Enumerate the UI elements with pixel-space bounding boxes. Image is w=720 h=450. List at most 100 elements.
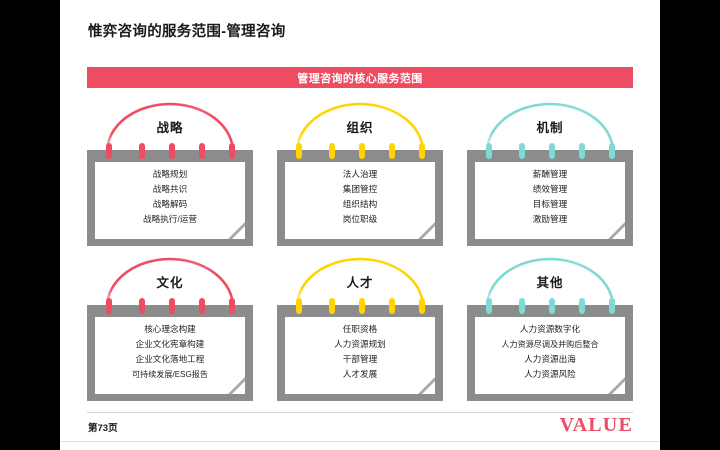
binder-ring-icon — [486, 298, 492, 314]
card-board: 战略规划战略共识战略解码战略执行/运营 — [87, 150, 253, 246]
binder-ring-icon — [199, 298, 205, 314]
footer-divider — [87, 412, 633, 413]
card-board: 核心理念构建企业文化宪章构建企业文化落地工程可持续发展/ESG报告 — [87, 305, 253, 401]
card-item[interactable]: 人才发展 — [342, 369, 378, 379]
card-page: 战略规划战略共识战略解码战略执行/运营 — [95, 162, 245, 239]
card-title: 其他 — [536, 276, 564, 290]
page-fold-inner — [422, 381, 435, 394]
service-card[interactable]: 机制薪酬管理绩效管理目标管理激励管理 — [467, 98, 633, 246]
card-title: 机制 — [536, 121, 564, 135]
brand-logo: VALUE — [559, 414, 633, 436]
binder-ring-icon — [486, 143, 492, 159]
card-item[interactable]: 核心理念构建 — [144, 324, 196, 334]
binder-rings — [277, 143, 443, 161]
card-page: 薪酬管理绩效管理目标管理激励管理 — [475, 162, 625, 239]
card-title: 文化 — [156, 276, 184, 290]
card-item[interactable]: 战略共识 — [152, 184, 188, 194]
card-item-list: 法人治理集团管控组织结构岗位职级 — [285, 167, 435, 227]
service-card-grid: 战略战略规划战略共识战略解码战略执行/运营组织法人治理集团管控组织结构岗位职级机… — [87, 98, 633, 401]
card-item[interactable]: 人力资源数字化 — [519, 324, 581, 334]
card-item[interactable]: 薪酬管理 — [532, 169, 568, 179]
binder-ring-icon — [549, 143, 555, 159]
card-page: 任职资格人力资源规划干部管理人才发展 — [285, 317, 435, 394]
page-fold-inner — [232, 226, 245, 239]
binder-ring-icon — [199, 143, 205, 159]
binder-ring-icon — [169, 298, 175, 314]
card-item[interactable]: 法人治理 — [342, 169, 378, 179]
card-item-list: 核心理念构建企业文化宪章构建企业文化落地工程可持续发展/ESG报告 — [95, 322, 245, 382]
page-title: 惟弈咨询的服务范围-管理咨询 — [88, 24, 286, 40]
card-item[interactable]: 岗位职级 — [342, 214, 378, 224]
card-item[interactable]: 激励管理 — [532, 214, 568, 224]
binder-rings — [87, 143, 253, 161]
service-card[interactable]: 文化核心理念构建企业文化宪章构建企业文化落地工程可持续发展/ESG报告 — [87, 253, 253, 401]
card-arc — [485, 257, 615, 309]
binder-ring-icon — [139, 298, 145, 314]
letterbox-left — [0, 0, 60, 450]
slide-bottom-edge — [60, 441, 660, 442]
binder-ring-icon — [609, 143, 615, 159]
page-number: 第73页 — [88, 423, 118, 434]
page-fold-inner — [612, 381, 625, 394]
card-item[interactable]: 企业文化落地工程 — [135, 354, 205, 364]
card-item[interactable]: 任职资格 — [342, 324, 378, 334]
binder-rings — [467, 143, 633, 161]
card-item-list: 人力资源数字化人力资源尽调及并购后整合人力资源出海人力资源风险 — [475, 322, 625, 382]
page-fold-inner — [422, 226, 435, 239]
binder-ring-icon — [106, 298, 112, 314]
binder-rings — [467, 298, 633, 316]
binder-ring-icon — [419, 143, 425, 159]
card-page: 核心理念构建企业文化宪章构建企业文化落地工程可持续发展/ESG报告 — [95, 317, 245, 394]
service-card[interactable]: 人才任职资格人力资源规划干部管理人才发展 — [277, 253, 443, 401]
binder-ring-icon — [329, 143, 335, 159]
page-fold-inner — [232, 381, 245, 394]
binder-ring-icon — [359, 143, 365, 159]
card-item[interactable]: 战略执行/运营 — [143, 214, 197, 224]
card-board: 人力资源数字化人力资源尽调及并购后整合人力资源出海人力资源风险 — [467, 305, 633, 401]
card-item[interactable]: 战略解码 — [152, 199, 188, 209]
binder-ring-icon — [229, 298, 235, 314]
card-item[interactable]: 可持续发展/ESG报告 — [132, 370, 208, 379]
card-page: 法人治理集团管控组织结构岗位职级 — [285, 162, 435, 239]
service-card[interactable]: 其他人力资源数字化人力资源尽调及并购后整合人力资源出海人力资源风险 — [467, 253, 633, 401]
section-banner: 管理咨询的核心服务范围 — [87, 67, 633, 88]
card-item[interactable]: 人力资源出海 — [524, 354, 576, 364]
binder-ring-icon — [609, 298, 615, 314]
card-arc — [295, 102, 425, 154]
service-card[interactable]: 战略战略规划战略共识战略解码战略执行/运营 — [87, 98, 253, 246]
binder-ring-icon — [519, 143, 525, 159]
letterbox-right — [660, 0, 720, 450]
card-item[interactable]: 干部管理 — [342, 354, 378, 364]
service-card[interactable]: 组织法人治理集团管控组织结构岗位职级 — [277, 98, 443, 246]
binder-ring-icon — [296, 298, 302, 314]
card-title: 组织 — [346, 121, 374, 135]
card-item[interactable]: 组织结构 — [342, 199, 378, 209]
binder-ring-icon — [389, 298, 395, 314]
card-item[interactable]: 目标管理 — [532, 199, 568, 209]
card-page: 人力资源数字化人力资源尽调及并购后整合人力资源出海人力资源风险 — [475, 317, 625, 394]
card-board: 薪酬管理绩效管理目标管理激励管理 — [467, 150, 633, 246]
binder-ring-icon — [549, 298, 555, 314]
card-item[interactable]: 人力资源尽调及并购后整合 — [501, 340, 599, 349]
page-fold-inner — [612, 226, 625, 239]
card-item[interactable]: 集团管控 — [342, 184, 378, 194]
card-board: 任职资格人力资源规划干部管理人才发展 — [277, 305, 443, 401]
card-item[interactable]: 绩效管理 — [532, 184, 568, 194]
binder-rings — [87, 298, 253, 316]
presentation-slide: 惟弈咨询的服务范围-管理咨询 管理咨询的核心服务范围 战略战略规划战略共识战略解… — [60, 0, 660, 450]
binder-ring-icon — [579, 143, 585, 159]
binder-ring-icon — [106, 143, 112, 159]
binder-rings — [277, 298, 443, 316]
card-item-list: 任职资格人力资源规划干部管理人才发展 — [285, 322, 435, 382]
card-item-list: 薪酬管理绩效管理目标管理激励管理 — [475, 167, 625, 227]
card-item[interactable]: 人力资源规划 — [334, 339, 386, 349]
card-arc — [105, 102, 235, 154]
binder-ring-icon — [229, 143, 235, 159]
card-title: 战略 — [156, 121, 184, 135]
binder-ring-icon — [139, 143, 145, 159]
card-item[interactable]: 企业文化宪章构建 — [135, 339, 205, 349]
card-item[interactable]: 人力资源风险 — [524, 369, 576, 379]
card-item[interactable]: 战略规划 — [152, 169, 188, 179]
binder-ring-icon — [169, 143, 175, 159]
binder-ring-icon — [389, 143, 395, 159]
